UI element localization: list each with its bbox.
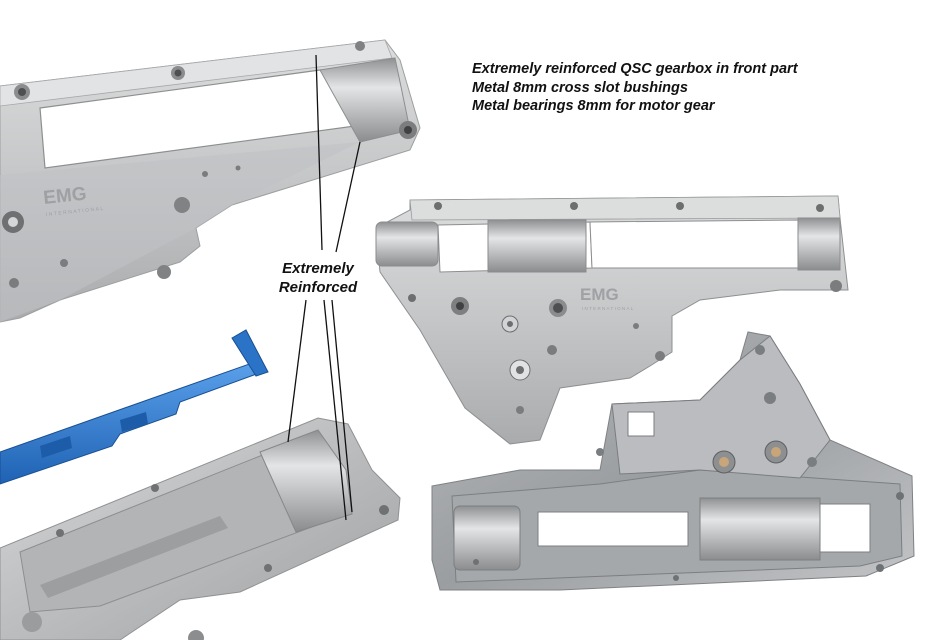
tappet-plate [0, 329, 269, 485]
gearbox-closeup-top-left: EMG INTERNATIONAL [0, 39, 421, 323]
callout-line-2: Reinforced [278, 279, 358, 296]
brand-logo-top-left: EMG [42, 184, 87, 209]
brand-logo-right: EMG [580, 285, 619, 304]
feature-list: Extremely reinforced QSC gearbox in fron… [472, 60, 798, 116]
feature-item: Extremely reinforced QSC gearbox in fron… [472, 61, 798, 77]
brand-sub-right: INTERNATIONAL [582, 306, 635, 311]
gearbox-open-bottom-left [0, 417, 401, 640]
feature-item: Metal bearings 8mm for motor gear [472, 98, 715, 114]
callout-lines [287, 54, 361, 521]
callout-line-1: Extremely [282, 260, 354, 277]
gearbox-half-bottom-right [431, 331, 915, 591]
gearbox-shell-right: EMG INTERNATIONAL [375, 195, 849, 445]
feature-item: Metal 8mm cross slot bushings [472, 79, 688, 96]
reinforced-callout-label: Extremely Reinforced [270, 259, 366, 297]
